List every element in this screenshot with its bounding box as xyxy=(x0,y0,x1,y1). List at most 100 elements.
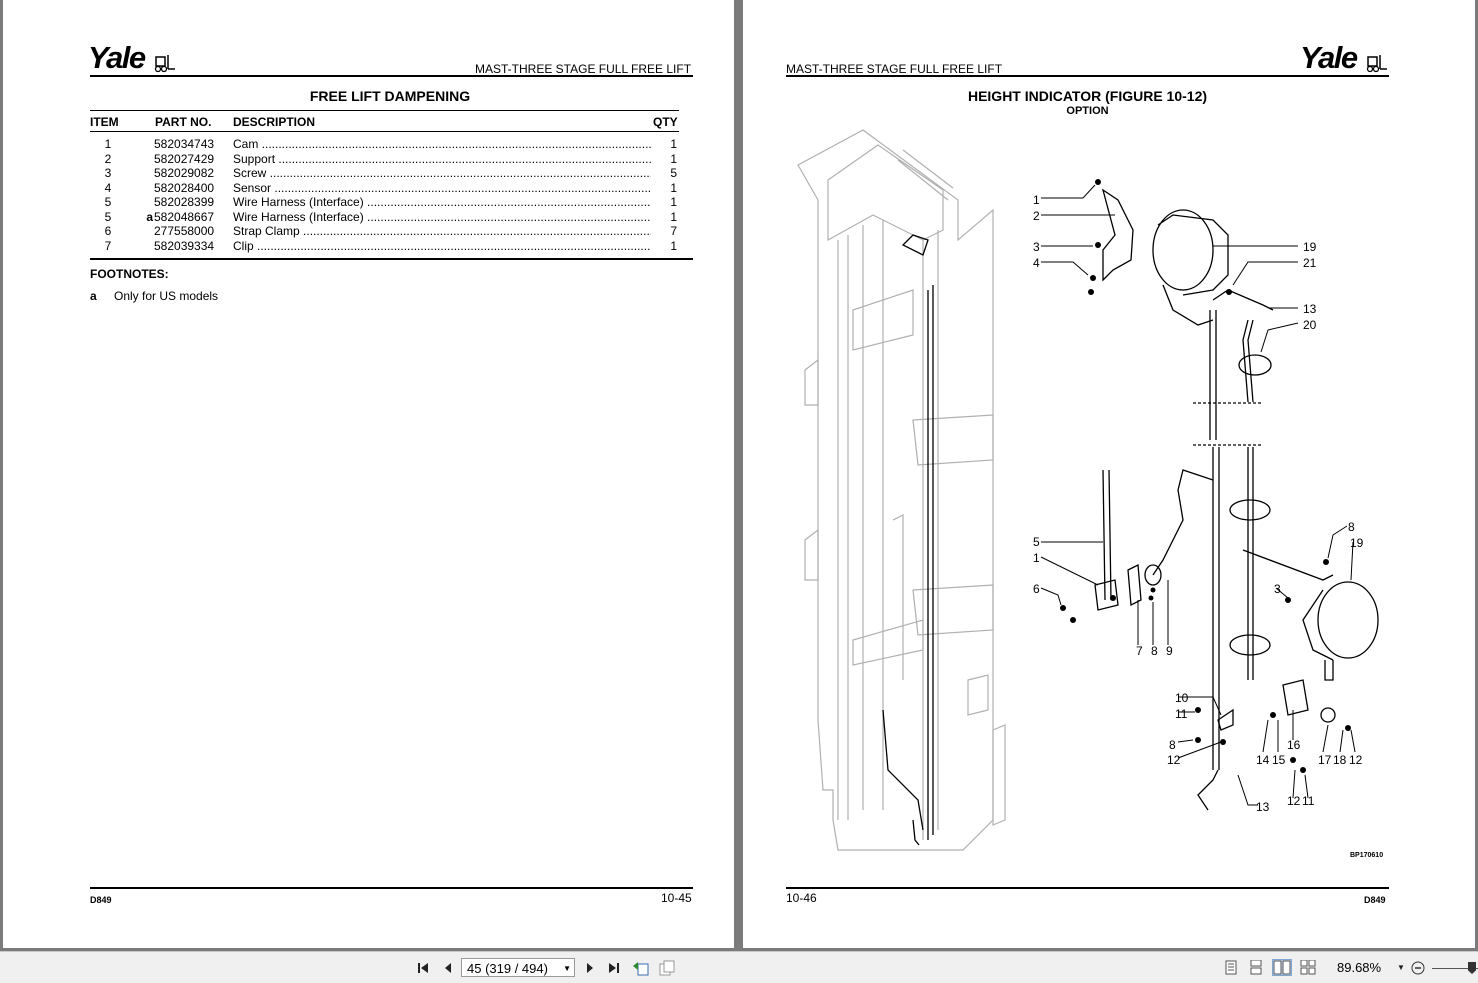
page-number-field[interactable]: 45 (319 / 494) ▼ xyxy=(461,958,575,977)
forklift-logo-icon xyxy=(1366,55,1387,73)
table-row: 1 582034743 Cam ..........................… xyxy=(90,137,690,152)
callout-label: 8 xyxy=(1151,644,1158,658)
zoom-slider-handle[interactable] xyxy=(1468,962,1476,974)
description-text: Strap Clamp xyxy=(233,224,300,238)
callout-label: 13 xyxy=(1256,800,1270,814)
footer-doc-code: D849 xyxy=(1364,895,1386,905)
part-number: 582029082 xyxy=(154,166,215,180)
callout-label: 13 xyxy=(1303,302,1317,316)
callout-label: 9 xyxy=(1166,644,1173,658)
figure-subtitle: OPTION xyxy=(1066,105,1109,117)
description-text: Sensor xyxy=(233,180,272,195)
callout-label: 7 xyxy=(1136,644,1143,658)
continuous-facing-view-icon[interactable] xyxy=(1300,959,1316,975)
running-header: MAST-THREE STAGE FULL FREE LIFT xyxy=(786,62,1003,76)
yale-logo: Yale xyxy=(1300,42,1388,73)
next-view-icon[interactable] xyxy=(658,960,675,976)
callout-label: 6 xyxy=(1033,582,1040,596)
callout-label: 11 xyxy=(1302,794,1315,808)
callout-label: 18 xyxy=(1333,753,1347,767)
callout-label: 1 xyxy=(1033,193,1040,207)
col-header-item: ITEM xyxy=(90,115,119,129)
callout-label: 11 xyxy=(1175,707,1188,721)
previous-page-icon[interactable] xyxy=(440,960,456,976)
quantity: 1 xyxy=(670,151,677,166)
last-page-icon[interactable] xyxy=(606,960,622,976)
page-title: FREE LIFT DAMPENING xyxy=(309,88,471,104)
leader-lines xyxy=(1040,184,1356,806)
part-number: 277558000 xyxy=(154,224,215,238)
running-header: MAST-THREE STAGE FULL FREE LIFT xyxy=(475,62,692,76)
item-number: 7 xyxy=(104,238,112,253)
part-description: Cam ....................................… xyxy=(233,137,651,152)
table-top-rule xyxy=(90,110,679,111)
callout-label: 2 xyxy=(1033,209,1040,223)
col-header-desc: DESCRIPTION xyxy=(233,115,316,129)
chevron-down-icon[interactable]: ▼ xyxy=(563,964,571,973)
table-header-rule xyxy=(90,131,679,132)
table-bottom-rule xyxy=(90,258,693,260)
description-text: Clip xyxy=(233,238,254,253)
item-number: 2 xyxy=(104,151,112,166)
part-number: 582027429 xyxy=(154,151,215,166)
quantity: 1 xyxy=(670,195,677,209)
first-page-icon[interactable] xyxy=(415,960,431,976)
part-description: Clip ...................................… xyxy=(233,239,651,254)
item-number: 5 xyxy=(104,195,112,209)
part-description: Wire Harness (Interface) ...............… xyxy=(233,195,651,210)
item-number: 3 xyxy=(104,166,112,180)
part-description: Screw ..................................… xyxy=(233,166,651,181)
footer-doc-code: D849 xyxy=(90,895,112,905)
facing-pages-view-icon[interactable] xyxy=(1272,959,1292,976)
footer-rule xyxy=(90,887,693,889)
footnote-text: Only for US models xyxy=(114,289,219,303)
part-description: Strap Clamp ............................… xyxy=(233,224,651,239)
callout-label: 5 xyxy=(1033,535,1040,549)
description-text: Cam xyxy=(233,137,259,151)
dot-leader: ........................................… xyxy=(257,238,651,253)
part-number: 582034743 xyxy=(154,137,215,151)
col-header-part: PART NO. xyxy=(155,115,212,129)
header-rule xyxy=(90,75,693,77)
callout-label: 4 xyxy=(1033,256,1040,270)
item-number: 1 xyxy=(104,137,112,151)
continuous-view-icon[interactable] xyxy=(1249,959,1263,975)
footer-page-number: 10-45 xyxy=(661,891,692,905)
col-header-qty: QTY xyxy=(653,115,678,129)
previous-view-icon[interactable] xyxy=(632,960,649,976)
table-row: 3 582029082 Screw ........................… xyxy=(90,166,690,181)
zoom-dropdown-icon[interactable]: ▼ xyxy=(1397,963,1405,972)
callout-label: 8 xyxy=(1169,738,1176,752)
part-description: Sensor .................................… xyxy=(233,181,651,196)
part-description: Wire Harness (Interface) ...............… xyxy=(233,210,651,225)
callout-label: 21 xyxy=(1303,256,1317,270)
next-page-icon[interactable] xyxy=(582,960,598,976)
quantity: 5 xyxy=(670,166,677,180)
zoom-slider[interactable] xyxy=(1432,968,1478,969)
callout-label: 17 xyxy=(1318,753,1332,767)
figure-code: BP170610 xyxy=(1350,852,1384,859)
item-number: 6 xyxy=(104,224,112,238)
description-text: Wire Harness (Interface) xyxy=(233,195,364,209)
zoom-out-icon[interactable] xyxy=(1410,960,1426,976)
yale-logo: Yale xyxy=(88,42,176,73)
part-description: Support ................................… xyxy=(233,152,651,167)
callout-label: 1 xyxy=(1033,551,1040,565)
zoom-level[interactable]: 89.68% xyxy=(1337,960,1382,975)
single-page-view-icon[interactable] xyxy=(1224,960,1238,975)
page-number-value: 45 (319 / 494) xyxy=(467,961,548,976)
right-page: MAST-THREE STAGE FULL FREE LIFT Yale HEI… xyxy=(743,0,1475,948)
part-number: 582048667 xyxy=(154,209,215,224)
callout-label: 14 xyxy=(1256,753,1270,767)
quantity: 1 xyxy=(670,209,677,224)
quantity: 7 xyxy=(670,224,677,238)
footnotes-heading: FOOTNOTES: xyxy=(90,267,169,281)
callout-label: 12 xyxy=(1349,753,1363,767)
footer-rule xyxy=(786,887,1389,889)
footnote-mark: a xyxy=(90,289,97,303)
viewer-toolbar: 45 (319 / 494) ▼ 89.68% ▼ xyxy=(0,951,1478,983)
callout-label: 19 xyxy=(1303,240,1317,254)
height-indicator-figure xyxy=(797,129,1379,851)
